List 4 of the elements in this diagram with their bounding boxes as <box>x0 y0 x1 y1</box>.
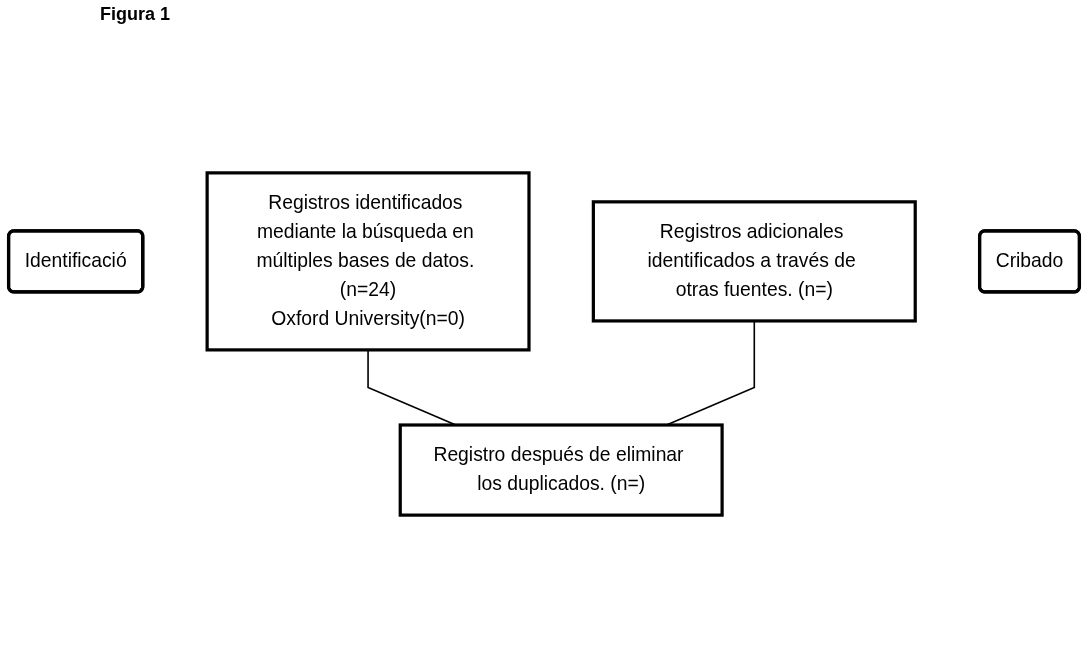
node-box: Registro después de eliminar los duplicados. (n=) <box>398 423 724 517</box>
figure-title: Figura 1 <box>100 4 170 25</box>
node-box: Registros adicionales identificados a través de otras fuentes. (n=) <box>591 200 917 323</box>
node-box: Registros identificados mediante la búsqueda en múltiples bases de datos. (n=24) Oxford University(n=0) <box>205 171 531 352</box>
